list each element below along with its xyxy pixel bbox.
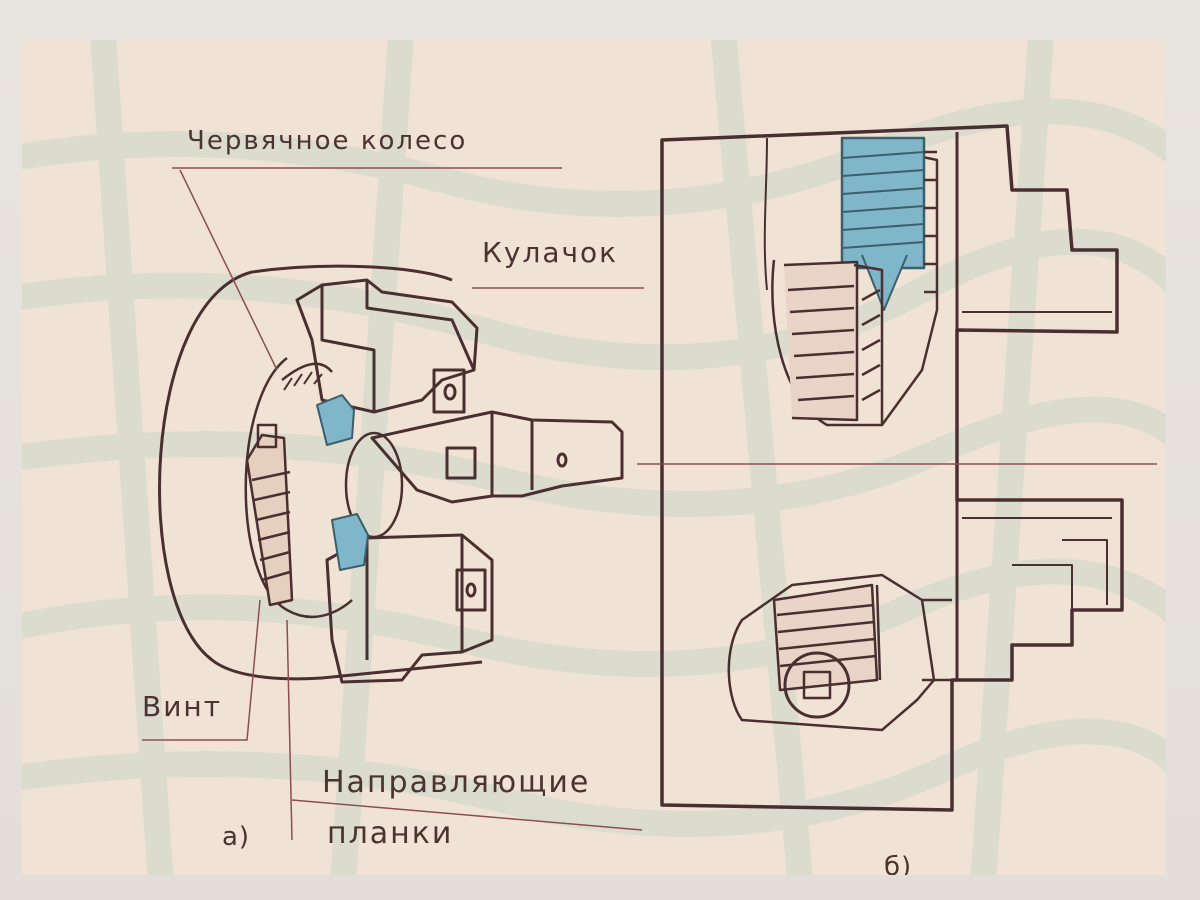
worm-screw [245,423,294,607]
diagram-print: Червячное колесо Кулачок Винт Направляющ… [22,40,1166,875]
figure-a-chuck [158,264,624,684]
upper-worm-gear [771,136,939,427]
label-screw: Винт [142,690,223,723]
figure-b-section [637,124,1157,812]
leader-lines-a [142,167,644,841]
figure-label-a: а) [222,822,251,852]
figure-label-b: б) [884,852,913,875]
lower-worm-gear [727,573,952,732]
label-guide-bars-line1: Направляющие [322,765,591,800]
diagram-svg [22,40,1166,875]
background-pattern [22,40,1166,875]
chuck-body-outline [158,270,323,681]
label-worm-wheel: Червячное колесо [187,126,468,156]
label-jaw: Кулачок [482,236,619,269]
label-guide-bars-line2: планки [327,816,454,851]
